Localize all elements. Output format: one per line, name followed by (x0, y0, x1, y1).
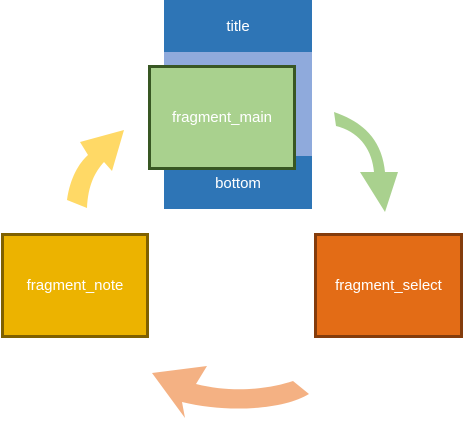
fragment-main-label: fragment_main (171, 109, 273, 126)
fragment-note-box: fragment_note (1, 233, 149, 338)
fragment-select-label: fragment_select (335, 277, 442, 294)
title-bar: title (164, 0, 312, 52)
title-label: title (226, 17, 250, 35)
fragment-select-box: fragment_select (314, 233, 463, 338)
fragment-main-box: fragment_main (148, 65, 296, 170)
arrow-main-to-select (334, 112, 398, 212)
arrow-select-to-note (152, 366, 309, 418)
fragment-note-label: fragment_note (26, 277, 124, 294)
arrow-note-to-main (67, 130, 124, 208)
bottom-label: bottom (215, 175, 261, 192)
